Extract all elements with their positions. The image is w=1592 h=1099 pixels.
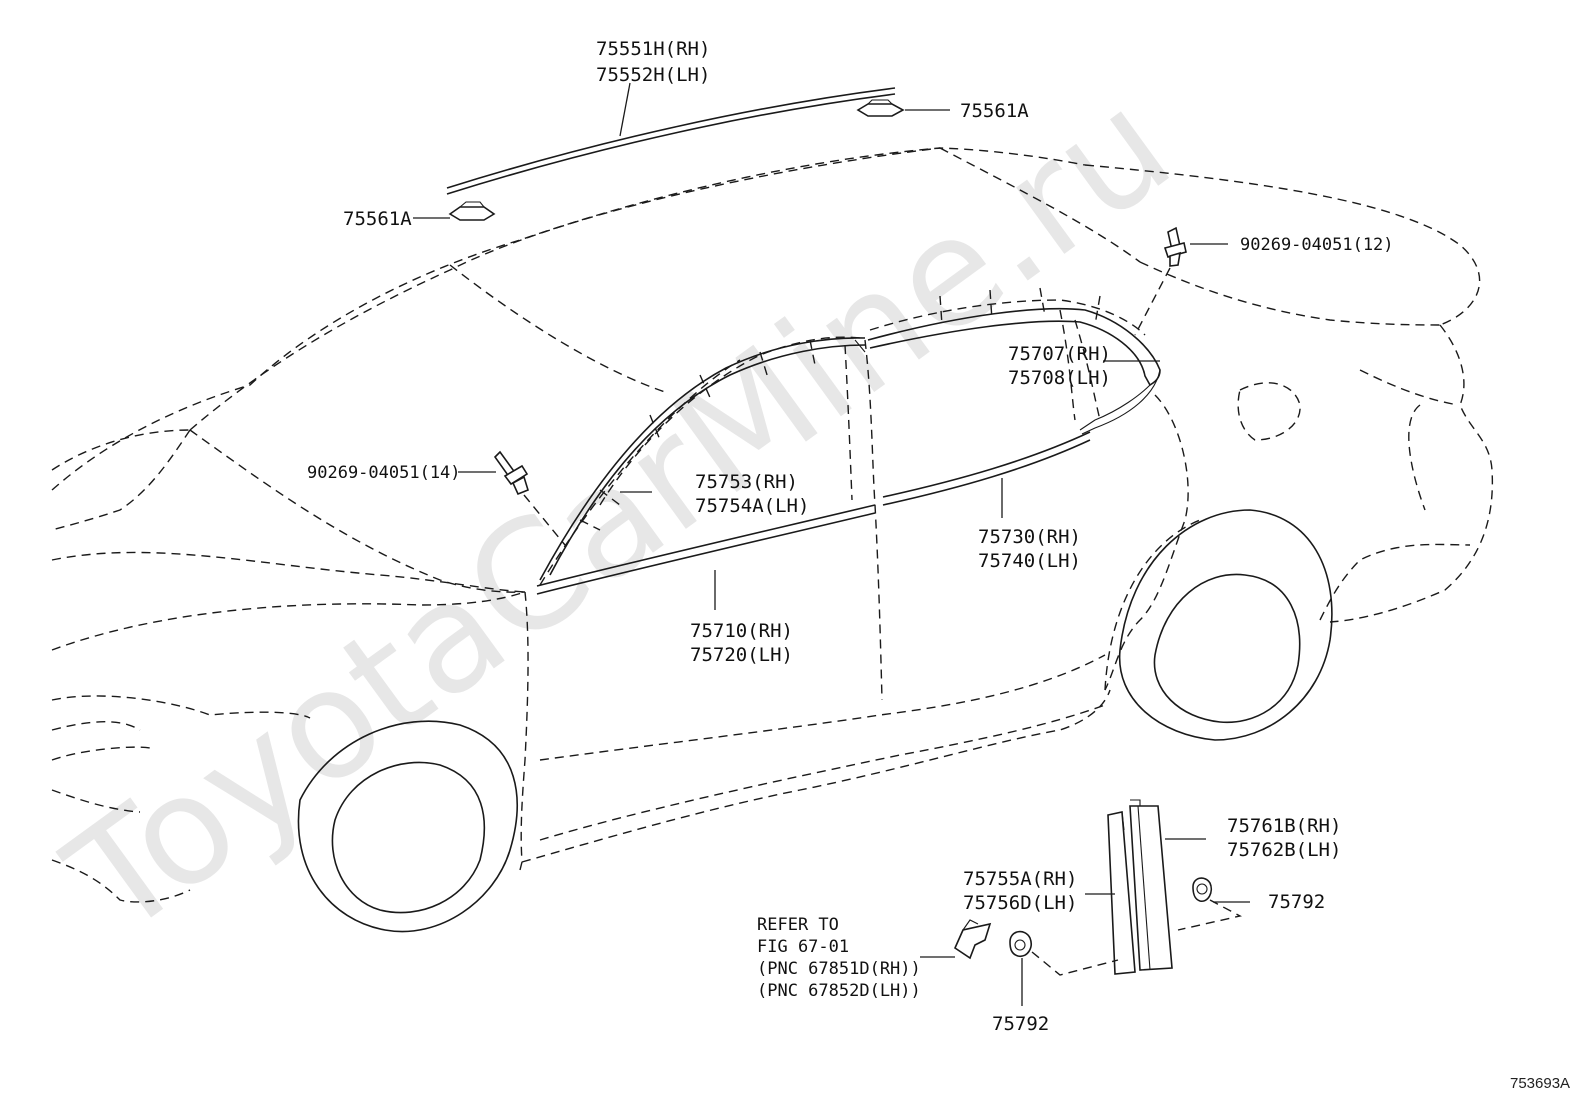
front-pillar-garnish — [1107, 811, 1136, 975]
label-rivet-rear: 90269-04051(12) — [1240, 235, 1394, 255]
refer-bracket — [953, 919, 992, 960]
label-75720-lh: 75720(LH) — [690, 644, 793, 666]
label-75740-lh: 75740(LH) — [978, 550, 1081, 572]
roof-molding — [446, 87, 896, 195]
label-75753-rh: 75753(RH) — [695, 471, 798, 493]
label-75754a-lh: 75754A(LH) — [695, 495, 809, 517]
label-rivet-front: 90269-04051(14) — [307, 463, 461, 483]
label-75756d-lh: 75756D(LH) — [963, 892, 1077, 914]
refer-note-line4: (PNC 67852D(LH)) — [757, 981, 921, 1001]
refer-note-line1: REFER TO — [757, 915, 839, 935]
rear-wheel — [1104, 509, 1333, 741]
rivet-front — [493, 450, 566, 546]
label-75708-lh: 75708(LH) — [1008, 367, 1111, 389]
label-75792-right: 75792 — [1268, 891, 1325, 913]
refer-note-line2: FIG 67-01 — [757, 937, 849, 957]
clip-75792-bottom — [1009, 930, 1119, 976]
label-75710-rh: 75710(RH) — [690, 620, 793, 642]
roof-clip-front — [448, 201, 496, 221]
center-pillar-garnish — [1129, 799, 1173, 971]
label-75792-bottom: 75792 — [992, 1013, 1049, 1035]
label-75561a-front: 75561A — [343, 208, 412, 230]
rear-door-frame-molding — [867, 308, 1161, 435]
figure-code: 753693A — [1510, 1075, 1570, 1092]
clip-75792-right — [1177, 877, 1242, 931]
callout-labels: 75551H(RH) 75552H(LH) 75561A 75561A 9026… — [307, 38, 1570, 1092]
label-75561a-rear: 75561A — [960, 100, 1029, 122]
watermark: ToyotaCarMine.ru — [38, 58, 1201, 970]
front-door-frame-molding — [539, 337, 866, 581]
label-75551h-rh: 75551H(RH) — [596, 38, 710, 60]
rear-belt-molding — [882, 431, 1091, 506]
front-wheel — [297, 720, 518, 933]
label-75761b-rh: 75761B(RH) — [1227, 815, 1341, 837]
label-75762b-lh: 75762B(LH) — [1227, 839, 1341, 861]
label-75707-rh: 75707(RH) — [1008, 343, 1111, 365]
leader-lines — [413, 82, 1250, 1006]
label-75730-rh: 75730(RH) — [978, 526, 1081, 548]
front-belt-molding — [536, 504, 876, 595]
roof-clip-rear — [856, 99, 905, 117]
rivet-rear — [1134, 226, 1187, 336]
refer-note-line3: (PNC 67851D(RH)) — [757, 959, 921, 979]
label-75755a-rh: 75755A(RH) — [963, 868, 1077, 890]
label-75552h-lh: 75552H(LH) — [596, 64, 710, 86]
